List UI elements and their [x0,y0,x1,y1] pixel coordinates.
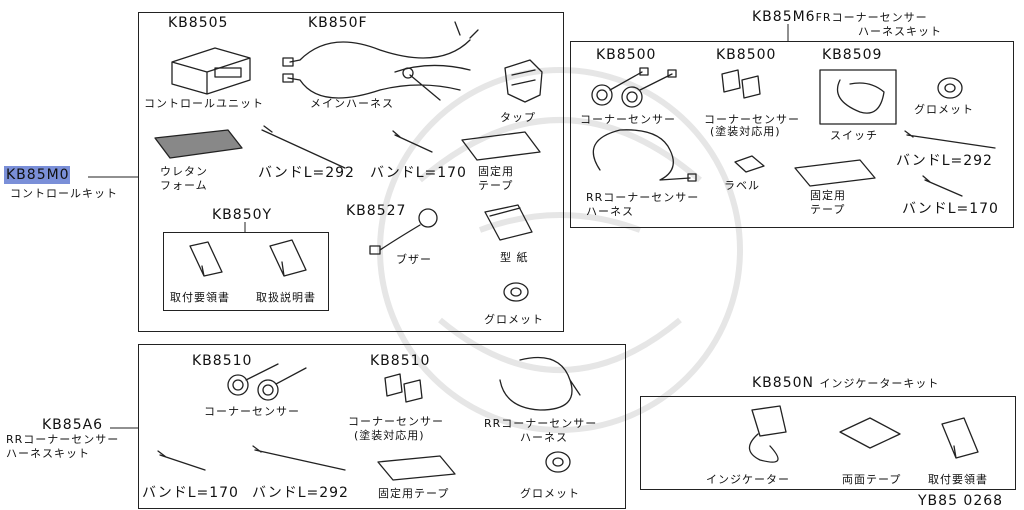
main-harness-code: KB850F [308,15,368,31]
fr-grommet-drawing [937,77,963,99]
urethane-foam-label-1: ウレタン [160,165,208,178]
rr-corner-sensor-paint-drawing [384,373,423,403]
urethane-foam-label-2: フォーム [160,179,208,192]
rr-corner-sensor-paint-label-2: (塗装対応用) [354,429,425,442]
fr-corner-sensor-code: KB8500 [596,47,657,63]
rr-fixing-tape-drawing [377,455,456,481]
fr-corner-sensor-drawing [591,67,677,108]
fr-kit-title-line2: ハーネスキット [858,25,942,38]
fr-fixing-tape-label-2: テープ [810,203,846,216]
fixing-tape-drawing [461,131,541,161]
band-292-drawing [261,125,346,169]
fixing-tape-label-2: テープ [478,179,514,192]
control-kit-box [138,12,564,332]
diagram-id: YB85 0268 [918,493,1004,509]
buzzer-label: ブザー [396,253,432,266]
fr-grommet-label: グロメット [914,103,974,116]
indicator-install-manual-drawing [941,417,979,459]
fr-switch-drawing [819,69,897,125]
docs-code: KB850Y [212,207,273,223]
indicator-kit-title: KB850N インジケーターキット [752,375,940,391]
fr-corner-sensor-paint-label-1: コーナーセンサー [704,113,800,126]
fixing-tape-label-1: 固定用 [478,165,514,178]
fr-kit-box [570,41,1014,228]
tap-label: タップ [500,111,536,124]
rr-grommet-label: グロメット [520,487,580,500]
fr-corner-sensor-label: コーナーセンサー [580,113,676,126]
fr-band-170-label: バンドL=170 [902,201,999,217]
indicator-label: インジケーター [706,473,790,486]
fr-fixing-tape-drawing [794,159,876,187]
double-tape-drawing [839,417,901,449]
docs-sub-box [163,232,329,311]
main-harness-label: メインハーネス [310,97,394,110]
rr-kit-title-line1: RRコーナーセンサー [6,433,120,446]
fr-corner-sensor-paint-drawing [721,69,761,99]
control-kit-code: KB85M0 [4,166,70,184]
template-label: 型 紙 [500,251,529,264]
fr-label-part-label: ラベル [724,179,760,192]
rr-kit-box [138,344,626,509]
control-kit-name: コントロールキット [10,187,118,200]
rr-harness-drawing [499,356,581,411]
control-unit-code: KB8505 [168,15,229,31]
fr-switch-label: スイッチ [830,129,878,142]
rr-harness-label-1: RRコーナーセンサー [484,417,598,430]
indicator-kit-box [640,396,1016,490]
rr-band-170-label: バンドL=170 [142,485,239,501]
fr-rr-harness-drawing [592,129,697,182]
fr-corner-sensor-paint-code: KB8500 [716,47,777,63]
fr-band-292-label: バンドL=292 [896,153,993,169]
rr-corner-sensor-label: コーナーセンサー [204,405,300,418]
fr-band-292-drawing [904,130,996,149]
template-drawing [484,204,533,241]
band-170-label: バンドL=170 [370,165,467,181]
rr-harness-label-2: ハーネス [520,431,568,444]
rr-band-292-drawing [252,445,346,471]
rr-corner-sensor-paint-code: KB8510 [370,353,431,369]
fr-kit-title-line1: KB85M6FRコーナーセンサー [752,9,928,25]
rr-corner-sensor-drawing [227,363,307,401]
fr-fixing-tape-label-1: 固定用 [810,189,846,202]
rr-fixing-tape-label: 固定用テープ [378,487,450,500]
control-unit-drawing [171,47,251,95]
fr-rr-harness-label-1: RRコーナーセンサー [586,191,700,204]
rr-grommet-drawing [545,451,571,473]
main-harness-drawing [282,21,479,101]
fr-rr-harness-label-2: ハーネス [586,205,634,218]
rr-band-170-drawing [157,450,206,471]
grommet-label: グロメット [484,313,544,326]
instruction-manual-label: 取扱説明書 [256,291,316,304]
rr-kit-code: KB85A6 [42,417,104,433]
tap-drawing [504,59,543,103]
rr-kit-title-line2: ハーネスキット [6,447,90,460]
band-170-drawing [392,130,433,153]
indicator-install-manual-label: 取付要領書 [928,473,988,486]
urethane-foam-drawing [154,129,243,159]
double-tape-label: 両面テープ [842,473,902,486]
fr-corner-sensor-paint-label-2: (塗装対応用) [710,125,781,138]
install-manual-label: 取付要領書 [170,291,230,304]
indicator-drawing [748,405,787,463]
buzzer-drawing [369,208,438,255]
control-unit-label: コントロールユニット [144,97,264,110]
rr-corner-sensor-paint-label-1: コーナーセンサー [348,415,444,428]
band-292-label: バンドL=292 [258,165,355,181]
install-manual-drawing [189,241,223,277]
rr-band-292-label: バンドL=292 [252,485,349,501]
rr-corner-sensor-code: KB8510 [192,353,253,369]
instruction-manual-drawing [269,239,307,277]
fr-switch-code: KB8509 [822,47,883,63]
grommet-drawing [503,282,529,302]
buzzer-code: KB8527 [346,203,407,219]
fr-label-drawing [734,155,765,173]
fr-band-170-drawing [922,175,963,197]
